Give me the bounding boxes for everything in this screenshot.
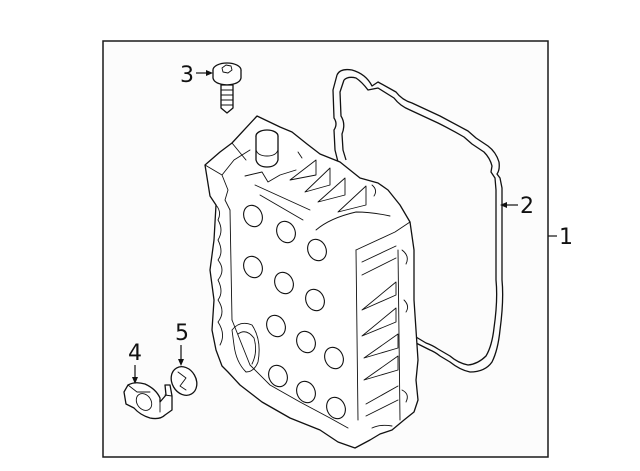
bolt-part-3[interactable] [212,62,242,114]
callout-1-label: 1 [559,225,573,250]
callout-2: 2 [500,194,534,219]
callout-3: 3 [180,63,213,88]
grommet-part-5[interactable] [166,362,202,400]
callout-5: 5 [175,321,189,366]
cover-ribs-side [361,245,409,429]
gasket-part-2[interactable] [332,68,504,373]
callout-4-label: 4 [128,341,142,366]
valve-body-cover[interactable] [204,115,419,449]
callout-3-label: 3 [180,63,194,88]
cover-boss [255,129,279,168]
clip-part-4[interactable] [123,382,173,420]
cover-plug-holes [243,204,346,420]
cover-port [231,322,260,373]
cover-ribs-top [289,151,391,231]
callout-1: 1 [548,225,573,250]
callout-4: 4 [128,341,142,384]
callout-5-label: 5 [175,321,189,346]
callout-2-label: 2 [520,194,534,219]
